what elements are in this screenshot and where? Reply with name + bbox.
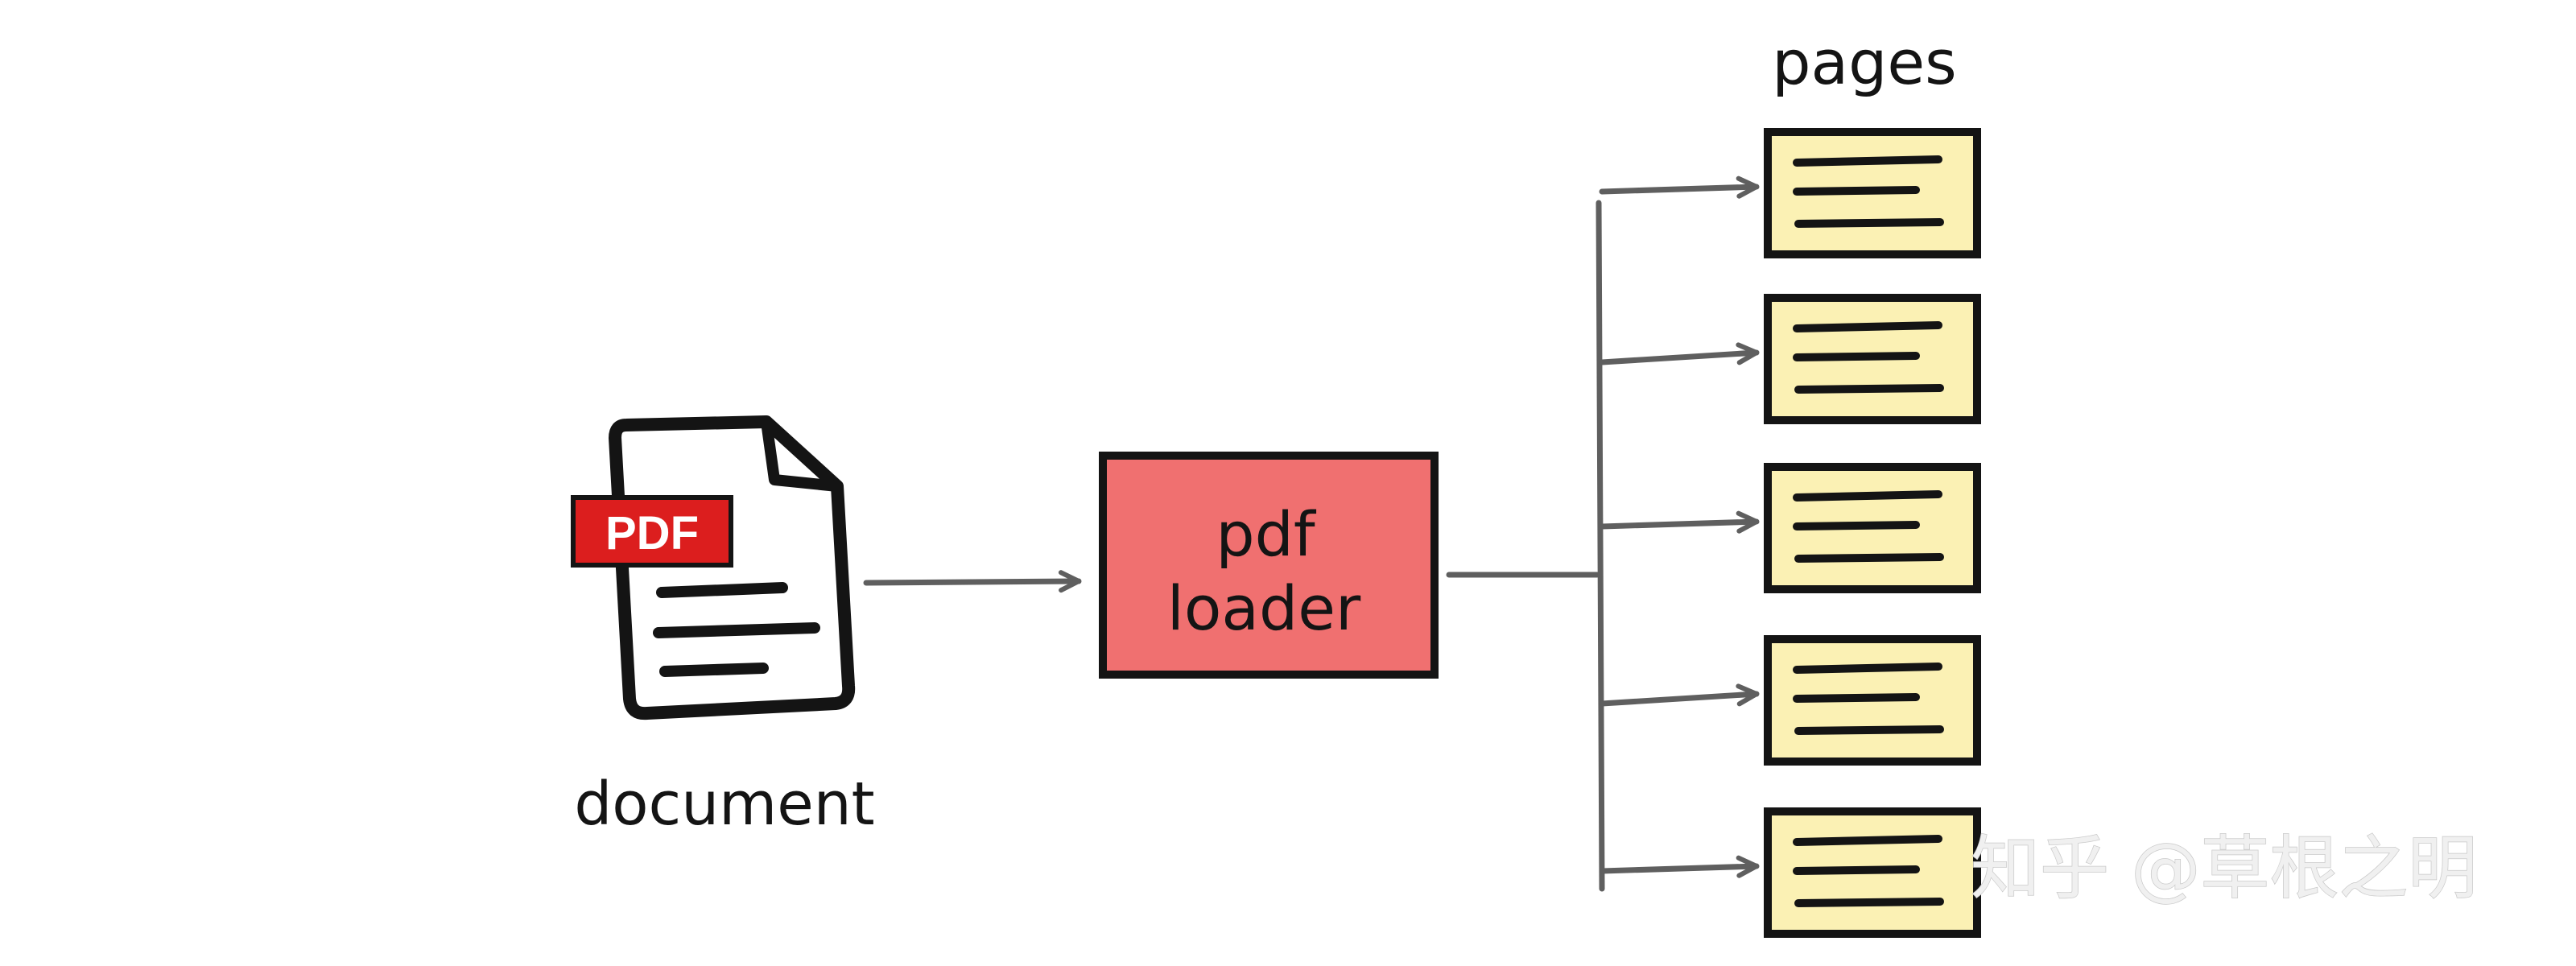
page-text-line: [1793, 155, 1942, 167]
page-card: [1764, 635, 1981, 766]
page-text-line: [1794, 218, 1944, 228]
page-card: [1764, 807, 1981, 938]
page-text-line: [1793, 490, 1942, 502]
branch-arrow: [1599, 683, 1760, 707]
page-text-line: [1794, 553, 1944, 563]
document-label: document: [574, 770, 874, 839]
branch-arrow: [1599, 855, 1760, 878]
page-text-line: [1793, 835, 1942, 846]
branch-arrow: [1599, 510, 1760, 534]
page-text-line: [1793, 865, 1920, 875]
page-text-line: [1793, 521, 1920, 530]
pages-stack: [1764, 128, 1981, 938]
page-text-line: [1794, 898, 1944, 907]
pdf-badge: PDF: [571, 495, 733, 568]
branch-arrow: [1599, 175, 1760, 199]
page-card: [1764, 463, 1981, 593]
page-text-line: [1794, 384, 1944, 394]
page-card: [1764, 294, 1981, 424]
fan-out-connector: [1446, 175, 1760, 892]
arrow-to-loader: [863, 570, 1082, 593]
page-card: [1764, 128, 1981, 258]
page-text-line: [1794, 725, 1944, 735]
pdf-badge-text: PDF: [605, 507, 699, 559]
page-text-line: [1793, 693, 1920, 703]
branch-arrow: [1599, 342, 1760, 365]
watermark: 知乎 @草根之明: [1971, 828, 2477, 909]
page-text-line: [1793, 321, 1942, 332]
pages-label: pages: [1772, 27, 1956, 98]
loader-label-line2: loader: [1167, 572, 1361, 644]
page-text-line: [1793, 663, 1942, 674]
pdf-document-icon: PDF: [571, 415, 856, 720]
page-text-line: [1793, 352, 1920, 361]
page-text-line: [1793, 186, 1920, 196]
loader-label-line1: pdf: [1216, 498, 1316, 570]
pdf-loader-box: pdf loader: [1099, 452, 1439, 679]
